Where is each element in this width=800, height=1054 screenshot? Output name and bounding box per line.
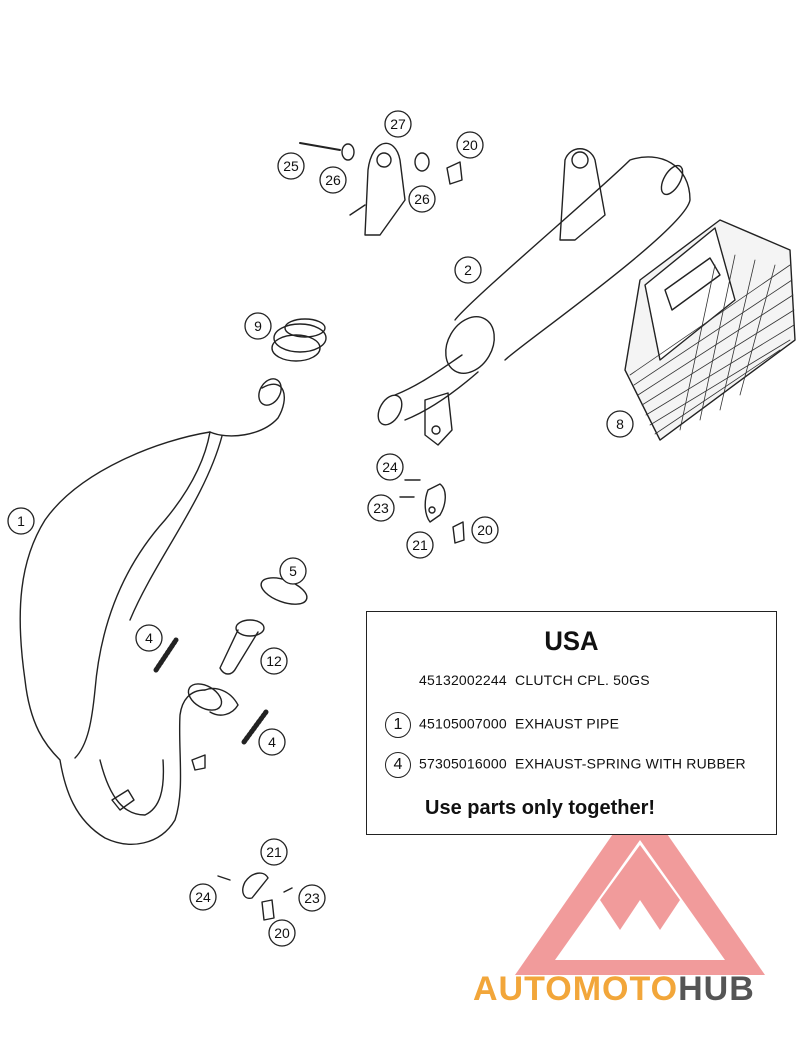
muffler-packing-part [624,219,796,441]
part-number: 45105007000 [419,715,507,732]
callout-number: 9 [254,318,262,334]
callout-number: 26 [325,172,341,188]
exhaust-pipe-part [19,378,285,845]
brand-part-auto: AUTO [473,970,573,1008]
part-description: EXHAUST PIPE [515,715,620,732]
callout-number: 21 [412,537,428,553]
callout-number: 20 [274,925,290,941]
clamp-part [399,479,465,544]
silencer-bracket-part [299,142,463,236]
callout-number: 4 [268,734,276,750]
callout-number: 24 [195,889,211,905]
callout-number: 26 [414,191,430,207]
clamp-part [217,872,293,921]
callout-number: 4 [145,630,153,646]
watermark-logo [515,795,765,975]
grommet-part [271,318,327,362]
callout-number: 25 [283,158,299,174]
callout-number: 5 [289,563,297,579]
part-description: EXHAUST-SPRING WITH RUBBER [515,755,746,772]
brand-part-moto: MOTO [572,970,679,1008]
sleeve-part [219,619,265,675]
part-description: CLUTCH CPL. 50GS [515,672,650,688]
watermark-brand-text: AUTOMOTOHUB [473,970,755,1009]
callout-number: 20 [477,522,493,538]
callout-number: 2 [464,262,472,278]
callout-number: 20 [462,137,478,153]
callout-number: 8 [616,416,624,432]
part-number: 45132002244 [419,672,507,688]
info-box-note: Use parts only together! [425,797,656,819]
info-row: 4 57305016000 EXHAUST-SPRING WITH RUBBER [385,752,746,778]
spring-part [153,637,269,745]
info-box-title: USA [544,626,599,656]
usa-parts-info-box: USA 45132002244 CLUTCH CPL. 50GS 1 451050… [366,611,777,835]
callout-number: 23 [373,500,389,516]
info-row: 1 45105007000 EXHAUST PIPE [385,712,619,738]
callout-number: 24 [382,459,398,475]
brand-part-hub: HUB [678,970,755,1008]
silencer-part [377,148,691,446]
callout-number: 12 [266,653,282,669]
part-ref-number: 1 [385,712,411,738]
part-ref-number: 4 [385,752,411,778]
info-row: 45132002244 CLUTCH CPL. 50GS [385,672,650,688]
callout-number: 1 [17,513,25,529]
callout-number: 27 [390,116,406,132]
callout-number: 21 [266,844,282,860]
part-number: 57305016000 [419,755,507,772]
callout-number: 23 [304,890,320,906]
